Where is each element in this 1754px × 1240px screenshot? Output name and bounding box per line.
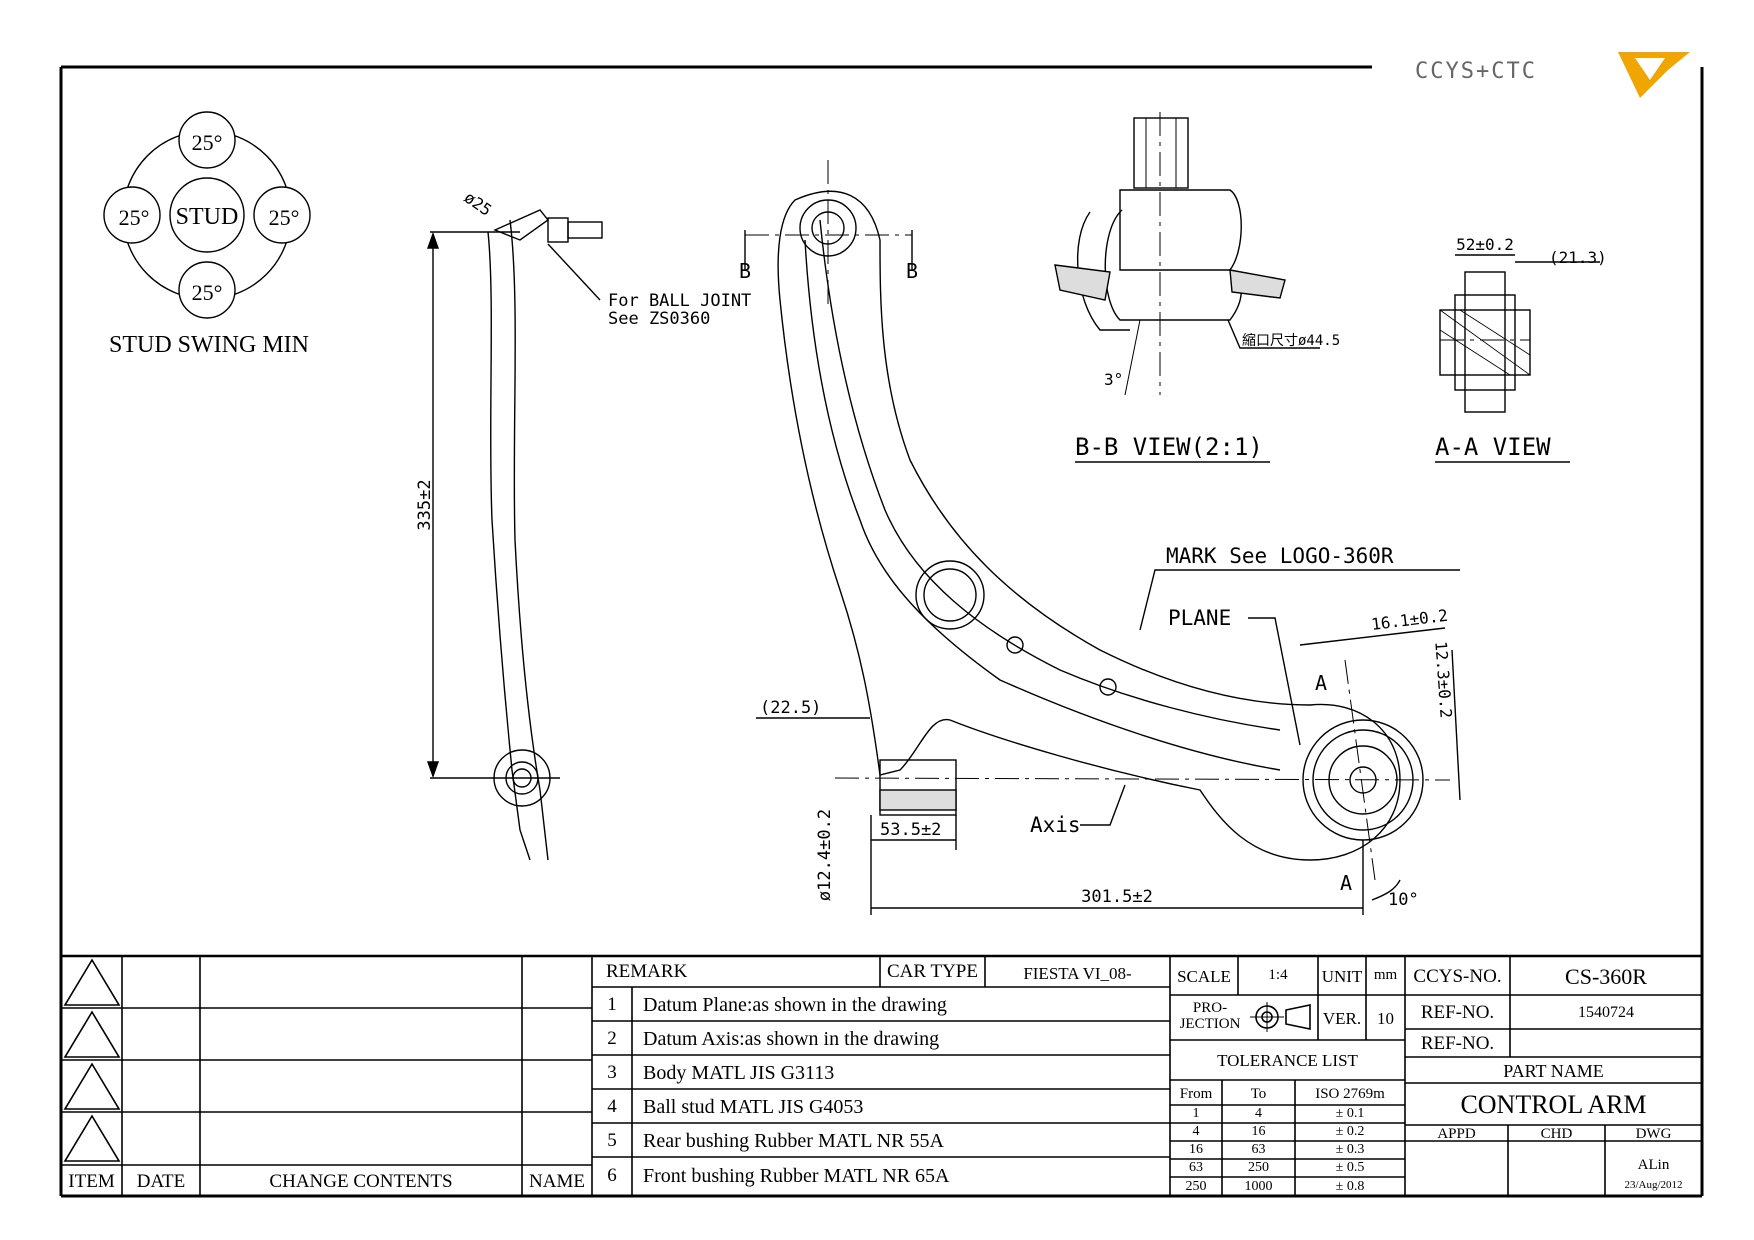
rev-header-change: CHANGE CONTENTS: [269, 1171, 453, 1192]
ver-label: VER.: [1322, 1009, 1362, 1028]
tol-cell: 63: [1189, 1160, 1203, 1175]
ball-joint-note-1: For BALL JOINT: [608, 291, 751, 311]
bb-angle: 3°: [1104, 370, 1123, 389]
tol-cell: 4: [1255, 1106, 1262, 1121]
dwg-label: DWG: [1635, 1126, 1672, 1142]
tol-cell: 250: [1185, 1179, 1207, 1194]
remark-text: Datum Axis:as shown in the drawing: [643, 1028, 940, 1050]
ccys-no-label: CCYS-NO.: [1413, 966, 1502, 987]
chd-label: CHD: [1540, 1126, 1573, 1142]
dim-301-5: 301.5±2: [1081, 887, 1153, 907]
ref-no-label: REF-NO.: [1420, 1002, 1495, 1023]
remark-text: Rear bushing Rubber MATL NR 55A: [643, 1130, 944, 1152]
remark-no: 3: [607, 1062, 617, 1083]
dim-22-5: (22.5): [760, 698, 821, 718]
tol-cell: 63: [1251, 1142, 1266, 1157]
aa-section-view: 52±0.2 (21.3) A-A VIEW: [1435, 235, 1607, 463]
rev-header-item: ITEM: [68, 1171, 115, 1192]
scale-label: SCALE: [1177, 967, 1231, 986]
stud-swing-title: STUD SWING MIN: [109, 332, 309, 358]
remark-label: REMARK: [606, 961, 688, 982]
remark-no: 1: [607, 994, 617, 1015]
rev-header-date: DATE: [136, 1171, 186, 1192]
part-name-value: CONTROL ARM: [1460, 1090, 1647, 1119]
section-mark-b-right: B: [906, 259, 918, 283]
tol-cell: 16: [1251, 1124, 1266, 1139]
remark-no: 6: [607, 1165, 617, 1186]
remark-text: Datum Plane:as shown in the drawing: [643, 994, 947, 1016]
projection-label-1: PRO-: [1192, 1000, 1228, 1016]
angle-bottom: 25°: [192, 280, 223, 305]
plane-label: PLANE: [1168, 606, 1231, 630]
tol-cell: ± 0.3: [1335, 1142, 1365, 1157]
drawing-date: 23/Aug/2012: [1624, 1179, 1683, 1191]
side-view: 335±2 ø25 For BALL JOINT See ZS0360: [415, 188, 751, 861]
remark-no: 5: [607, 1130, 617, 1151]
section-mark-a-top: A: [1315, 671, 1327, 695]
stud-label: STUD: [176, 204, 239, 230]
tol-cell: ± 0.1: [1335, 1106, 1365, 1121]
stud-swing-diagram: STUD 25° 25° 25° 25° STUD SWING MIN: [103, 111, 311, 358]
tolerance-title: TOLERANCE LIST: [1217, 1051, 1358, 1070]
remark-text: Ball stud MATL JIS G4053: [643, 1096, 864, 1118]
tol-cell: 4: [1192, 1124, 1200, 1139]
angle-left: 25°: [119, 205, 150, 230]
unit-value: mm: [1373, 967, 1398, 983]
ver-value: 10: [1377, 1009, 1394, 1028]
tol-header-to: To: [1250, 1086, 1267, 1102]
title-block-grid: [61, 954, 1702, 1196]
tol-header-iso: ISO 2769m: [1315, 1086, 1385, 1102]
remark-no: 4: [607, 1096, 617, 1117]
tol-cell: 16: [1189, 1142, 1203, 1157]
axis-label: Axis: [1030, 813, 1081, 837]
angle-10: 10°: [1388, 890, 1419, 910]
bb-section-view: 3° 縮口尺寸ø44.5 B-B VIEW(2:1): [1054, 112, 1340, 463]
appd-label: APPD: [1437, 1126, 1476, 1142]
tol-cell: 250: [1248, 1160, 1269, 1175]
drawn-by: ALin: [1637, 1157, 1670, 1173]
dim-335: 335±2: [415, 479, 435, 530]
svg-text:CCYS+CTC: CCYS+CTC: [1415, 59, 1537, 84]
remark-text: Body MATL JIS G3113: [643, 1062, 835, 1084]
bb-note: 縮口尺寸ø44.5: [1242, 333, 1340, 349]
rev-header-name: NAME: [529, 1171, 585, 1192]
projection-label-2: JECTION: [1179, 1016, 1241, 1032]
aa-dim-21-3: (21.3): [1549, 248, 1607, 267]
tol-cell: ± 0.5: [1335, 1160, 1365, 1175]
tol-cell: 1000: [1244, 1179, 1273, 1194]
aa-view-title: A-A VIEW: [1435, 433, 1551, 461]
dim-12-3: 12.3±0.2: [1431, 641, 1455, 719]
unit-label: UNIT: [1321, 967, 1363, 986]
dim-53-5: 53.5±2: [880, 820, 941, 840]
angle-right: 25°: [269, 205, 300, 230]
part-name-label: PART NAME: [1503, 1061, 1604, 1081]
ref-no-label-2: REF-NO.: [1420, 1033, 1495, 1054]
dim-d25: ø25: [461, 188, 496, 220]
tol-header-from: From: [1179, 1086, 1213, 1102]
ccys-no-value: CS-360R: [1565, 964, 1647, 989]
dim-d12-4: ø12.4±0.2: [815, 809, 835, 901]
dim-16-1: 16.1±0.2: [1370, 606, 1449, 634]
tol-cell: 1: [1192, 1106, 1200, 1121]
control-arm-main-view: B B A A MARK See LOGO-360R PLANE Axis (2…: [739, 160, 1461, 915]
car-type-label: CAR TYPE: [887, 961, 978, 982]
ref-no-value: 1540724: [1578, 1004, 1634, 1021]
bb-view-title: B-B VIEW(2:1): [1075, 433, 1263, 461]
remark-no: 2: [607, 1028, 617, 1049]
remark-text: Front bushing Rubber MATL NR 65A: [643, 1165, 950, 1187]
ccys-ctc-logo: CCYS+CTC: [1415, 52, 1690, 98]
mark-note: MARK See LOGO-360R: [1166, 544, 1394, 568]
car-type-value: FIESTA VI_08-: [1023, 964, 1132, 983]
tol-cell: ± 0.8: [1335, 1179, 1365, 1194]
section-mark-b-left: B: [739, 259, 751, 283]
tol-cell: ± 0.2: [1335, 1124, 1365, 1139]
ball-joint-note-2: See ZS0360: [608, 309, 710, 329]
section-mark-a-bottom: A: [1340, 871, 1352, 895]
scale-value: 1:4: [1268, 967, 1288, 983]
angle-top: 25°: [192, 130, 223, 155]
aa-dim-52: 52±0.2: [1456, 235, 1514, 254]
